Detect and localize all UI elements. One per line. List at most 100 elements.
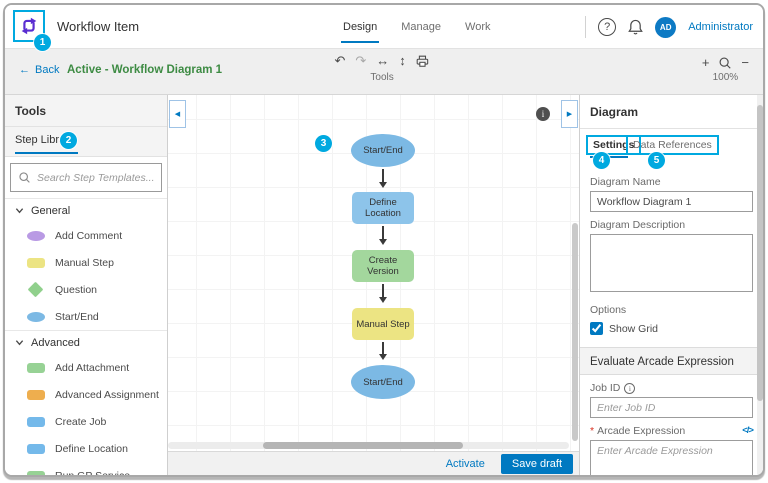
back-button[interactable]: ← Back xyxy=(19,64,60,76)
step-shape-rect xyxy=(27,470,45,475)
flow-connector xyxy=(379,284,386,303)
user-name[interactable]: Administrator xyxy=(688,21,753,33)
diagram-description-input[interactable] xyxy=(590,234,753,292)
avatar[interactable]: AD xyxy=(655,16,677,38)
flow-node-define-location[interactable]: Define Location xyxy=(352,192,414,224)
app-header: 1 Workflow Item Design Manage Work ? AD … xyxy=(5,5,763,51)
flow-connector xyxy=(379,342,386,360)
list-item[interactable]: Define Location xyxy=(5,435,167,462)
diagram-canvas[interactable]: ◀ ▶ i 3 Start/End Define Location Create… xyxy=(168,95,579,451)
flow-connector xyxy=(379,169,386,188)
arcade-expression-label: *Arcade Expression </> xyxy=(590,425,754,437)
list-item[interactable]: Create Job xyxy=(5,408,167,435)
help-icon[interactable]: ? xyxy=(598,18,617,36)
show-grid-label: Show Grid xyxy=(609,322,659,335)
diagram-properties-panel: Diagram Settings Data References 4 5 Dia… xyxy=(579,95,763,475)
activate-button[interactable]: Activate xyxy=(445,457,485,470)
step-shape-ellipse xyxy=(27,230,45,241)
fit-vertical-icon[interactable]: ↕ xyxy=(399,53,406,68)
flow-node-end[interactable]: Start/End xyxy=(351,365,415,399)
info-icon[interactable]: i xyxy=(536,107,550,121)
page-title: Workflow Item xyxy=(57,19,140,34)
required-asterisk: * xyxy=(590,425,595,437)
fit-horizontal-icon[interactable]: ↔ xyxy=(376,53,390,68)
list-item[interactable]: Start/End xyxy=(5,303,167,330)
show-grid-checkbox[interactable] xyxy=(590,322,603,335)
diagram-panel-title: Diagram xyxy=(580,95,763,129)
undo-icon[interactable]: ↶ xyxy=(334,53,346,68)
list-item[interactable]: Manual Step xyxy=(5,249,167,276)
scrollbar-thumb[interactable] xyxy=(757,105,763,402)
tab-design[interactable]: Design xyxy=(340,5,380,49)
annotation-badge-5: 5 xyxy=(648,152,665,169)
print-icon[interactable] xyxy=(416,54,430,68)
tools-panel-title: Tools xyxy=(5,95,167,127)
diagram-toolbar: ← Back Active - Workflow Diagram 1 ↶ ↷ ↔… xyxy=(5,49,763,95)
zoom-in-button[interactable]: + xyxy=(701,55,710,70)
section-advanced[interactable]: Advanced xyxy=(5,330,167,354)
expand-right-panel-button[interactable]: ▶ xyxy=(561,100,578,128)
magnifier-icon[interactable] xyxy=(718,56,732,70)
code-editor-icon[interactable]: </> xyxy=(742,425,754,436)
tools-group: ↶ ↷ ↔ ↕ Tools xyxy=(334,53,429,83)
list-item[interactable]: Add Comment xyxy=(5,222,167,249)
app-window: 1 Workflow Item Design Manage Work ? AD … xyxy=(3,3,765,477)
options-label: Options xyxy=(590,304,627,316)
canvas-horizontal-scrollbar[interactable] xyxy=(168,442,569,449)
workflow-loop-icon xyxy=(21,17,37,35)
list-item[interactable]: Add Attachment xyxy=(5,354,167,381)
collapse-left-icon: ◀ xyxy=(174,111,181,118)
expand-right-icon: ▶ xyxy=(566,111,573,118)
step-shape-diamond xyxy=(27,281,44,298)
diagram-name-label: Diagram Name xyxy=(590,176,661,188)
chevron-down-icon xyxy=(15,208,24,214)
annotation-badge-3: 3 xyxy=(315,135,332,152)
flow-node-start[interactable]: Start/End xyxy=(351,134,415,167)
search-icon xyxy=(19,172,30,183)
zoom-controls: + − 100% xyxy=(702,55,749,83)
search-input[interactable] xyxy=(37,164,157,191)
canvas-footer: Activate Save draft xyxy=(168,451,579,475)
workflow-manager-logo[interactable] xyxy=(13,10,45,42)
redo-icon[interactable]: ↷ xyxy=(355,53,367,68)
tab-data-references[interactable]: Data References xyxy=(626,135,719,155)
scrollbar-thumb[interactable] xyxy=(263,442,463,449)
list-item[interactable]: Advanced Assignment xyxy=(5,381,167,408)
chevron-down-icon xyxy=(15,340,24,346)
job-id-input[interactable] xyxy=(590,397,753,418)
arcade-section-header: Evaluate Arcade Expression xyxy=(580,347,763,375)
zoom-level: 100% xyxy=(712,72,739,83)
notifications-bell-icon[interactable] xyxy=(628,19,644,35)
canvas-vertical-scrollbar[interactable] xyxy=(572,223,578,441)
diagram-name-input[interactable] xyxy=(590,191,753,212)
save-draft-button[interactable]: Save draft xyxy=(500,453,573,474)
zoom-out-button[interactable]: − xyxy=(741,55,749,70)
step-shape-rect xyxy=(27,389,45,400)
step-shape-rect xyxy=(27,416,45,427)
collapse-left-panel-button[interactable]: ◀ xyxy=(169,100,186,128)
back-arrow-icon: ← xyxy=(19,64,30,76)
annotation-badge-4: 4 xyxy=(593,152,610,169)
step-library-panel: Tools Step Library 2 General xyxy=(5,95,168,475)
step-template-list: General Add Comment Manual Step Question… xyxy=(5,198,167,475)
diagram-description-label: Diagram Description xyxy=(590,219,686,231)
active-diagram-title: Active - Workflow Diagram 1 xyxy=(67,64,223,76)
step-shape-ellipse xyxy=(27,311,45,322)
flow-connector xyxy=(379,226,386,245)
tools-label: Tools xyxy=(370,72,394,83)
flow-node-manual-step[interactable]: Manual Step xyxy=(352,308,414,340)
annotation-badge-2: 2 xyxy=(60,132,77,149)
tab-manage[interactable]: Manage xyxy=(401,21,442,33)
step-shape-rect xyxy=(27,257,45,268)
header-divider xyxy=(585,16,587,38)
section-general[interactable]: General xyxy=(5,198,167,222)
tab-step-library[interactable]: Step Library xyxy=(15,134,79,154)
list-item[interactable]: Question xyxy=(5,276,167,303)
tab-work[interactable]: Work xyxy=(465,21,491,33)
list-item[interactable]: Run GP Service xyxy=(5,462,167,475)
panel-scrollbar[interactable] xyxy=(757,95,763,475)
arcade-expression-input[interactable] xyxy=(590,440,753,475)
job-id-info-icon[interactable]: i xyxy=(624,382,636,394)
flow-node-create-version[interactable]: Create Version xyxy=(352,250,414,282)
